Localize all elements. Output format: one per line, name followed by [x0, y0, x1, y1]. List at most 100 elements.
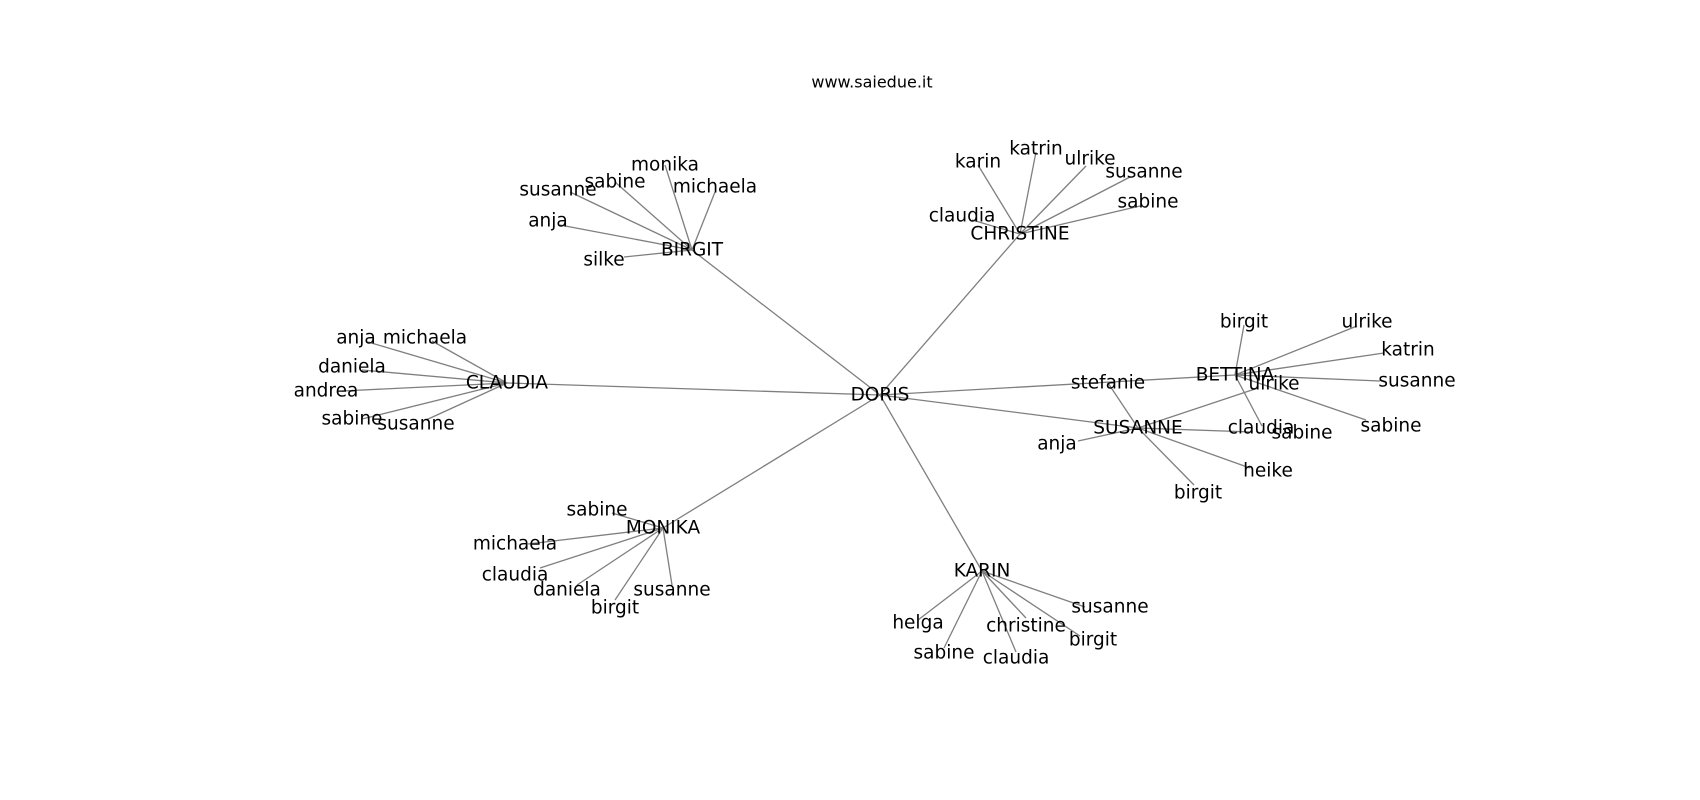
leaf-label-bettina-sabine: sabine [1361, 416, 1422, 437]
leaf-label-claudia-sabine: sabine [322, 409, 383, 430]
edge-susanne-ulrike [1137, 387, 1259, 429]
leaf-label-karin-helga: helga [892, 613, 943, 634]
edge-christine-claudia [971, 219, 1021, 235]
leaf-label-karin-susanne: susanne [1071, 597, 1148, 618]
edges [341, 151, 1385, 653]
edge-birgit-michaela [691, 191, 716, 251]
leaf-label-birgit-anja: anja [528, 211, 568, 232]
edge-bettina-sabine [1234, 374, 1263, 427]
edge-root-christine [879, 233, 1021, 396]
edge-claudia-susanne [425, 382, 508, 421]
edge-bettina-ulrike [1234, 325, 1358, 376]
leaf-label-birgit-monika: monika [631, 155, 699, 176]
edge-karin-sabine [943, 570, 983, 649]
leaf-label-birgit-michaela: michaela [673, 177, 757, 198]
edge-claudia-michaela [431, 340, 508, 384]
leaf-label-claudia-daniela: daniela [318, 357, 386, 378]
leaf-label-birgit-silke: silke [583, 250, 624, 271]
leaf-label-karin-claudia: claudia [983, 648, 1050, 669]
hub-label-monika: MONIKA [626, 518, 701, 539]
edge-birgit-sabine [614, 181, 693, 251]
edge-bettina-sabine [1234, 374, 1367, 421]
edge-root-claudia [506, 382, 881, 396]
hub-label-karin: KARIN [954, 561, 1011, 582]
leaf-label-claudia-andrea: andrea [294, 381, 359, 402]
leaf-label-bettina-katrin: katrin [1381, 340, 1434, 361]
edge-susanne-birgit [1137, 427, 1195, 486]
edge-bettina-birgit [1234, 324, 1245, 376]
edge-christine-sabine [1019, 205, 1141, 235]
edge-root-monika [662, 394, 881, 529]
leaf-label-karin-birgit: birgit [1069, 630, 1117, 651]
leaf-label-christine-sabine: sabine [1118, 192, 1179, 213]
leaf-label-bettina-sabine: sabine [1272, 423, 1333, 444]
edge-claudia-sabine [361, 382, 508, 420]
edge-birgit-silke [623, 249, 693, 258]
edge-christine-karin [977, 164, 1021, 235]
leaf-label-susanne-claudia: claudia [1228, 418, 1295, 439]
leaf-label-monika-daniela: daniela [533, 580, 601, 601]
leaf-label-monika-claudia: claudia [482, 565, 549, 586]
edge-monika-daniela [576, 527, 664, 586]
leaf-label-monika-susanne: susanne [633, 580, 710, 601]
edge-birgit-anja [559, 224, 693, 251]
leaf-label-susanne-ulrike: ulrike [1248, 374, 1299, 395]
leaf-label-christine-katrin: katrin [1009, 139, 1062, 160]
leaf-label-claudia-susanne: susanne [377, 414, 454, 435]
hub-label-bettina: BETTINA [1196, 365, 1275, 386]
edge-karin-helga [917, 570, 983, 621]
hub-label-susanne: SUSANNE [1093, 418, 1182, 439]
leaf-label-karin-sabine: sabine [914, 643, 975, 664]
edge-monika-claudia [539, 527, 664, 569]
leaf-label-susanne-anja: anja [1037, 434, 1077, 455]
leaf-label-birgit-sabine: sabine [585, 172, 646, 193]
site-title: www.saiedue.it [811, 73, 932, 92]
edge-susanne-heike [1137, 427, 1251, 469]
leaf-label-bettina-birgit: birgit [1220, 312, 1268, 333]
root-label: DORIS [851, 385, 910, 406]
leaf-label-susanne-heike: heike [1243, 461, 1293, 482]
leaf-label-monika-michaela: michaela [473, 534, 557, 555]
edge-root-bettina [879, 374, 1236, 396]
edge-birgit-susanne [569, 191, 693, 251]
edge-root-birgit [691, 249, 881, 396]
leaf-label-susanne-stefanie: stefanie [1071, 373, 1145, 394]
leaf-label-birgit-susanne: susanne [519, 180, 596, 201]
edge-monika-sabine [611, 512, 664, 529]
edge-christine-katrin [1019, 151, 1037, 235]
edge-susanne-claudia [1137, 427, 1253, 433]
edge-root-karin [879, 394, 983, 572]
edge-claudia-andrea [341, 382, 508, 392]
leaf-label-bettina-ulrike: ulrike [1341, 312, 1392, 333]
leaf-label-monika-sabine: sabine [567, 500, 628, 521]
edge-monika-susanne [662, 527, 673, 586]
edge-birgit-monika [664, 164, 693, 251]
leaf-label-bettina-susanne: susanne [1378, 371, 1455, 392]
edge-karin-christine [981, 570, 1027, 619]
leaf-label-monika-birgit: birgit [591, 598, 639, 619]
leaf-label-christine-claudia: claudia [929, 206, 996, 227]
hub-label-birgit: BIRGIT [661, 240, 724, 261]
edge-christine-ulrike [1019, 165, 1087, 235]
leaf-label-susanne-birgit: birgit [1174, 483, 1222, 504]
leaf-label-karin-christine: christine [986, 616, 1066, 637]
edge-monika-michaela [527, 527, 664, 545]
hub-label-christine: CHRISTINE [970, 224, 1069, 245]
edge-root-susanne [879, 394, 1139, 429]
edge-karin-birgit [981, 570, 1081, 637]
edge-bettina-susanne [1234, 374, 1381, 382]
edge-susanne-stefanie [1107, 382, 1139, 429]
leaf-label-claudia-michaela: michaela [383, 328, 467, 349]
leaf-label-christine-karin: karin [955, 152, 1001, 173]
leaf-label-claudia-anja: anja [336, 328, 376, 349]
edge-claudia-anja [367, 341, 508, 384]
edge-susanne-anja [1077, 427, 1139, 442]
edge-bettina-katrin [1234, 352, 1385, 376]
edge-karin-claudia [981, 570, 1017, 653]
hub-label-claudia: CLAUDIA [466, 373, 549, 394]
edge-christine-susanne [1019, 176, 1131, 235]
leaf-label-christine-susanne: susanne [1105, 162, 1182, 183]
edge-monika-birgit [614, 527, 664, 601]
